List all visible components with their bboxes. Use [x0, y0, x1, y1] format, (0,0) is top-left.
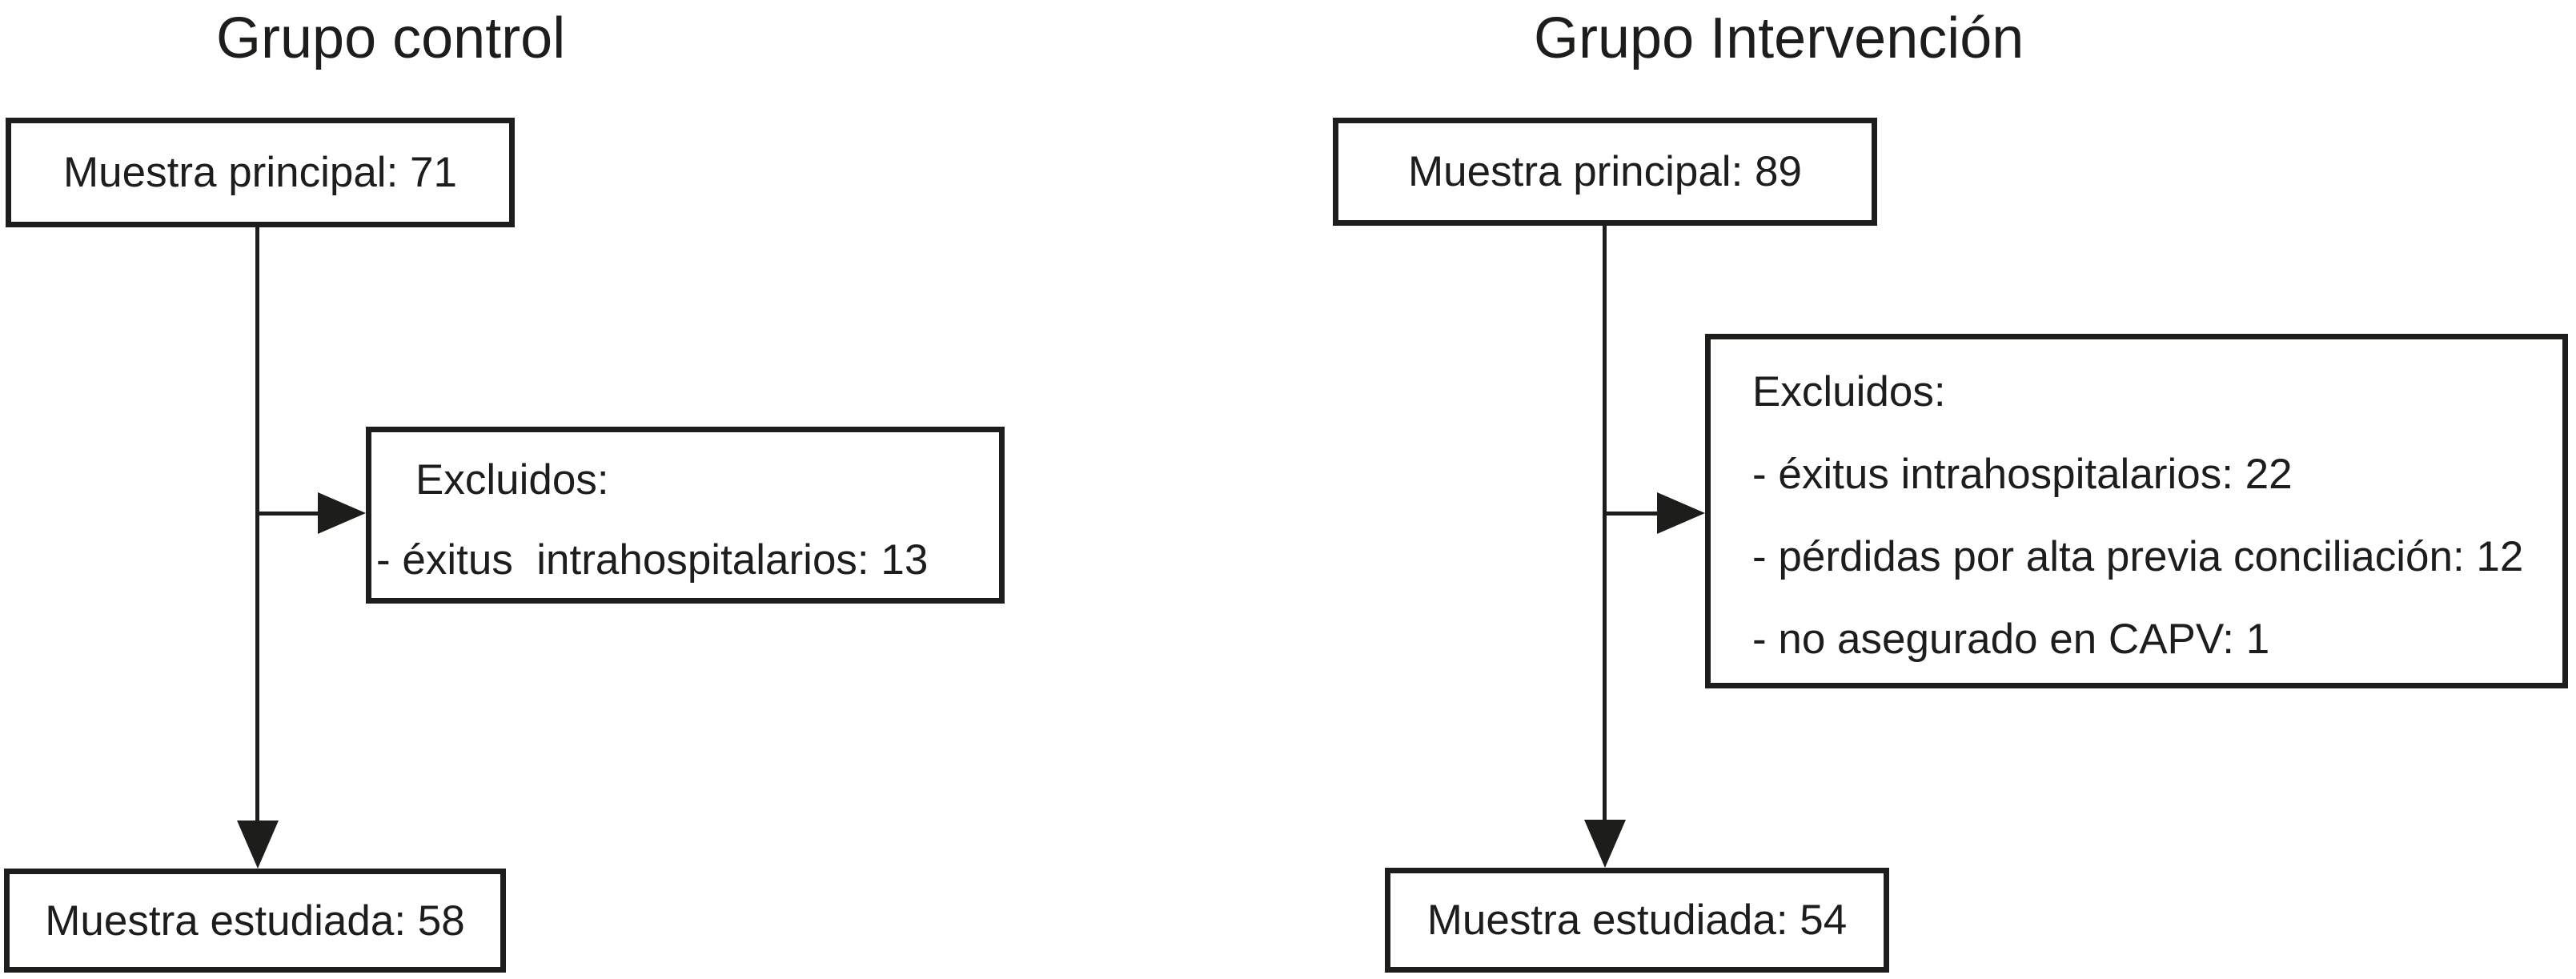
control-excluded-box: Excluidos: - éxitus intrahospitalarios: … [366, 427, 1005, 604]
control-main-sample-label: Muestra principal: 71 [63, 149, 457, 196]
control-main-sample-box: Muestra principal: 71 [6, 118, 515, 227]
intervention-excluded-item: - no asegurado en CAPV: 1 [1752, 616, 2270, 663]
intervention-excluded-header: Excluidos: [1752, 368, 1946, 415]
intervention-excluded-item: - pérdidas por alta previa conciliación:… [1752, 533, 2524, 580]
control-excluded-header: Excluidos: [415, 456, 609, 504]
intervention-excluded-item: - éxitus intrahospitalarios: 22 [1752, 451, 2293, 498]
intervention-main-sample-label: Muestra principal: 89 [1408, 148, 1802, 195]
control-group-title: Grupo control [216, 6, 566, 70]
control-flow-stem-line [255, 227, 259, 824]
control-studied-sample-label: Muestra estudiada: 58 [45, 897, 465, 945]
control-studied-sample-box: Muestra estudiada: 58 [4, 869, 506, 973]
intervention-down-arrowhead-icon [1584, 820, 1626, 868]
control-excluded-item: - éxitus intrahospitalarios: 13 [376, 536, 929, 584]
control-branch-line [258, 512, 322, 516]
intervention-flow-stem-line [1603, 226, 1607, 823]
intervention-right-arrowhead-icon [1657, 492, 1705, 534]
intervention-studied-sample-box: Muestra estudiada: 54 [1385, 868, 1889, 973]
intervention-main-sample-box: Muestra principal: 89 [1333, 118, 1877, 226]
intervention-studied-sample-label: Muestra estudiada: 54 [1426, 897, 1848, 944]
control-down-arrowhead-icon [237, 821, 279, 869]
control-right-arrowhead-icon [318, 492, 366, 534]
intervention-excluded-box: Excluidos: - éxitus intrahospitalarios: … [1705, 334, 2568, 688]
intervention-branch-line [1605, 512, 1661, 516]
intervention-group-title: Grupo Intervención [1534, 6, 2024, 70]
